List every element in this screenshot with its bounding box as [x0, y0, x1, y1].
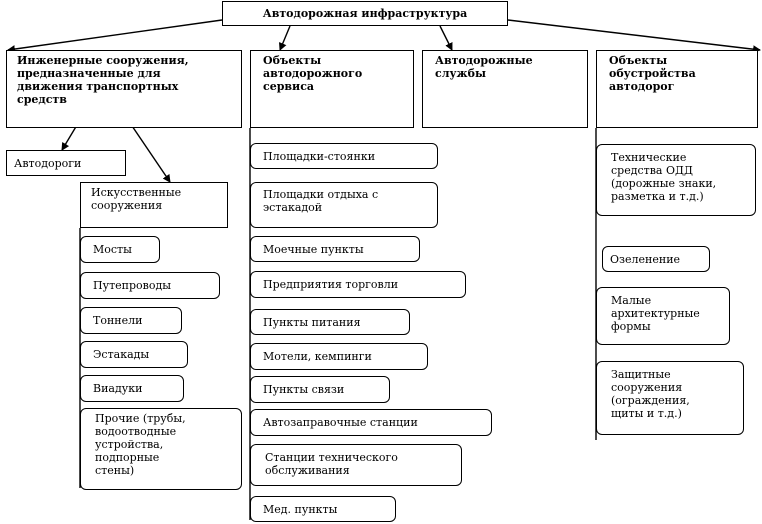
item-overpasses: Путепроводы: [80, 272, 220, 299]
item-catering-points: Пункты питания: [250, 309, 410, 335]
column-service: Объекты автодорожного сервиса: [250, 50, 414, 128]
arrow-root-engineering: [7, 19, 223, 53]
roads-box: Автодороги: [6, 150, 126, 176]
item-parking-lots: Площадки-стоянки: [250, 143, 438, 169]
arrow-root-road-services: [439, 25, 453, 51]
item-gas-stations: Автозаправочные станции: [250, 409, 492, 436]
item-car-washes: Моечные пункты: [250, 236, 420, 262]
item-service-stations: Станции технического обслуживания: [250, 444, 462, 486]
root-box: Автодорожная инфраструктура: [222, 1, 508, 26]
item-bridges: Мосты: [80, 236, 160, 263]
column-furnishing: Объекты обустройства автодорог: [596, 50, 758, 128]
artificial-structures-box: Искусственные сооружения: [80, 182, 228, 228]
item-rest-areas: Площадки отдыха с эстакадой: [250, 182, 438, 228]
item-landscaping: Озеленение: [602, 246, 710, 272]
item-other-structures: Прочие (трубы, водоотводные устройства, …: [80, 408, 242, 490]
item-protective-structures: Защитные сооружения (ограждения, щиты и …: [596, 361, 744, 435]
item-motels-campings: Мотели, кемпинги: [250, 343, 428, 370]
item-small-architectural-forms: Малые архитектурные формы: [596, 287, 730, 345]
arrow-engineering-artificial: [127, 119, 171, 183]
item-flyovers: Эстакады: [80, 341, 188, 368]
item-tunnels: Тоннели: [80, 307, 182, 334]
column-engineering: Инженерные сооружения, предназначенные д…: [6, 50, 242, 128]
column-road-services: Автодорожные службы: [422, 50, 588, 128]
arrow-root-furnishing: [507, 19, 761, 54]
item-trade-enterprises: Предприятия торговли: [250, 271, 466, 298]
item-traffic-control-devices: Технические средства ОДД (дорожные знаки…: [596, 144, 756, 216]
item-viaducts: Виадуки: [80, 375, 184, 402]
arrow-root-service: [279, 25, 291, 51]
item-communication-points: Пункты связи: [250, 376, 390, 403]
item-medical-points: Мед. пункты: [250, 496, 396, 522]
